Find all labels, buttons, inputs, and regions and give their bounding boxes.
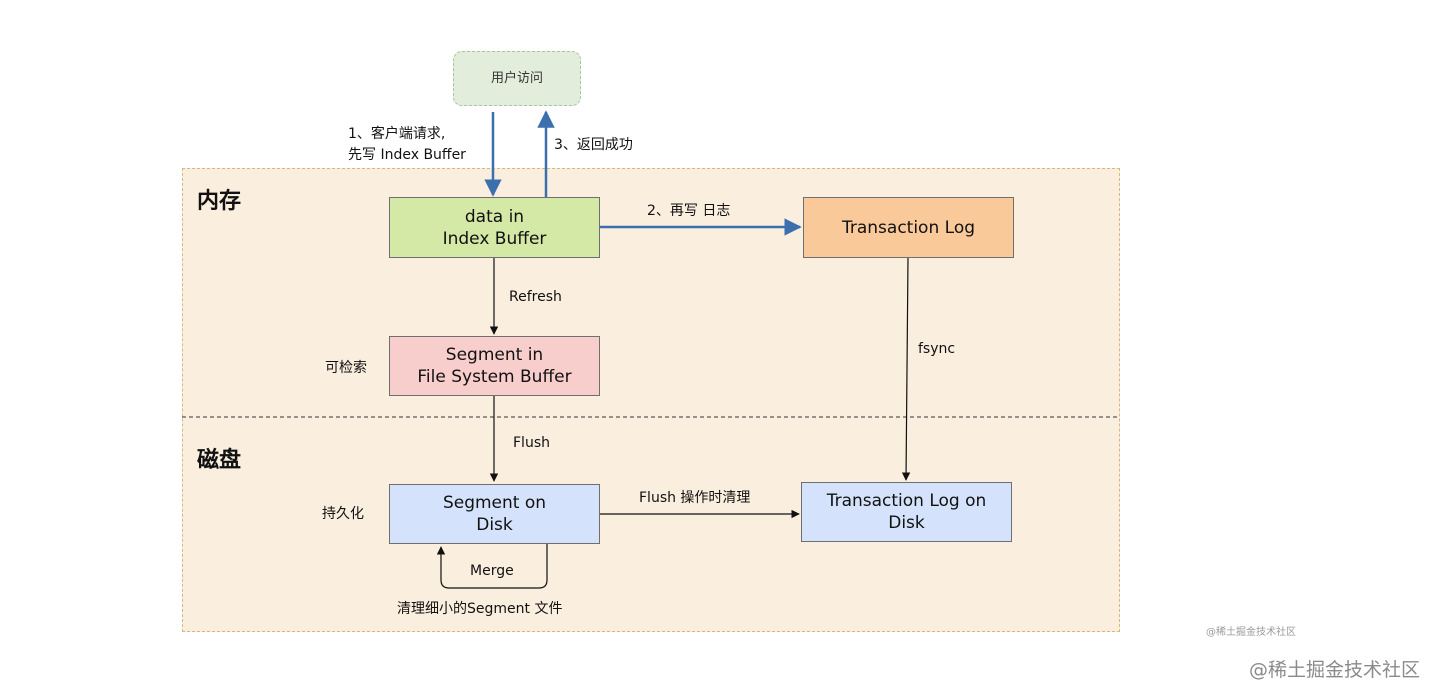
watermark-small: @稀土掘金技术社区 [1206,627,1296,638]
user-access-node: 用户访问 [453,51,581,106]
persisted-label: 持久化 [322,506,364,522]
searchable-label: 可检索 [325,360,367,376]
fsync-label: fsync [918,341,956,357]
merge-loop-arrow [436,544,548,589]
fs-buffer-node: Segment in File System Buffer [389,336,600,396]
segment-disk-node: Segment on Disk [389,484,600,544]
tlog-disk-node: Transaction Log on Disk [801,482,1012,542]
transaction-log-node: Transaction Log [803,197,1014,258]
memory-title: 内存 [197,189,242,214]
merge-label: Merge [470,563,514,579]
flush-label: Flush [513,435,550,451]
fsync-arrow [901,257,911,481]
request-label: 1、客户端请求, 先写 Index Buffer [348,126,466,163]
watermark-large: @稀土掘金技术社区 [1249,659,1421,681]
index-buffer-node: data in Index Buffer [389,197,600,258]
write-log-label: 2、再写 日志 [647,203,731,219]
flush-cleanup-label: Flush 操作时清理 [639,490,751,506]
refresh-label: Refresh [509,289,562,305]
disk-title: 磁盘 [197,448,242,473]
merge-note: 清理细小的Segment 文件 [397,601,563,617]
return-success-label: 3、返回成功 [554,137,633,153]
